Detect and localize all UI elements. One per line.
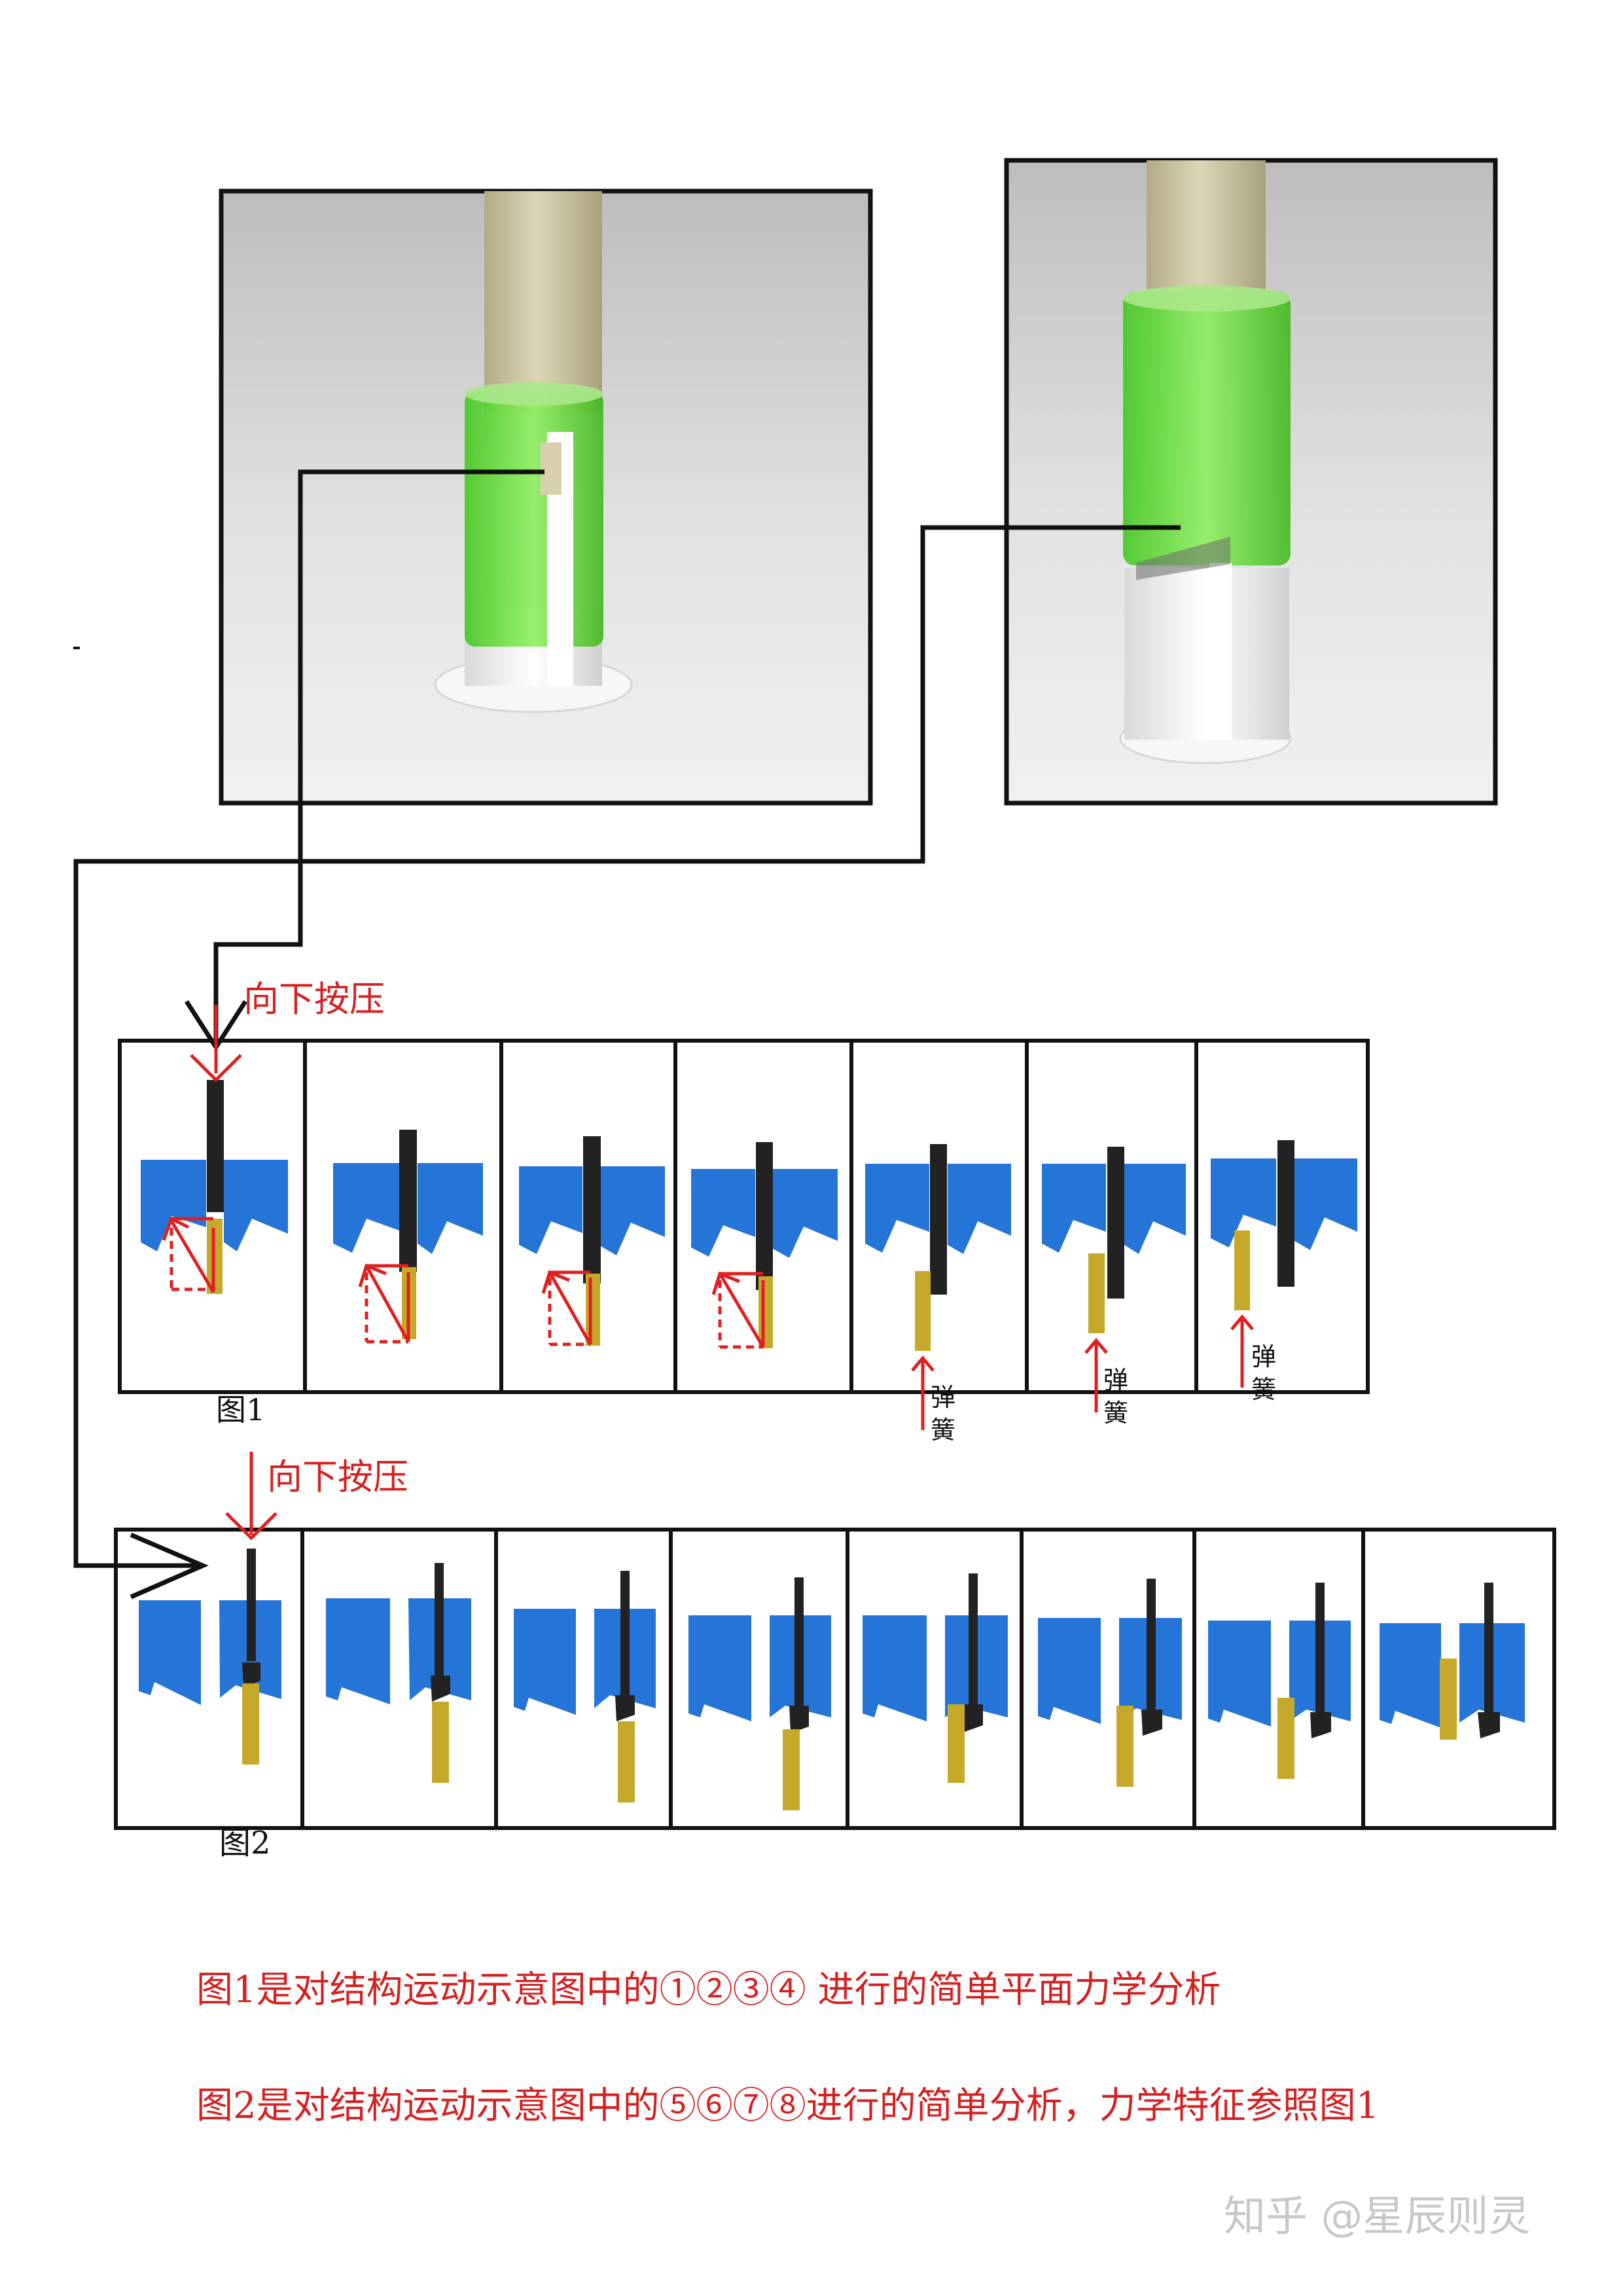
svg-text:弹: 弹 <box>1251 1342 1276 1371</box>
fig2-panel-4 <box>688 1577 831 1810</box>
photo-left <box>219 188 873 806</box>
fig1-panel-2 <box>333 1130 483 1344</box>
svg-text:弹: 弹 <box>1103 1366 1128 1395</box>
svg-text:弹: 弹 <box>931 1383 955 1412</box>
fig1-caption: 图1 <box>216 1392 265 1427</box>
fig1-panel-1 <box>141 1005 288 1294</box>
spring-arrow-2 <box>1084 1338 1108 1412</box>
svg-text:簧: 簧 <box>931 1416 955 1444</box>
fig2-panel-6 <box>1038 1579 1182 1787</box>
fig1-panel-6 <box>1042 1147 1186 1412</box>
fig2-panel-1 <box>139 1549 281 1765</box>
figure-1 <box>118 1005 1370 1430</box>
watermark: 知乎 @星辰则灵 <box>1224 2193 1531 2241</box>
fig2-panel-2 <box>326 1563 471 1783</box>
fig1-panel-5 <box>865 1144 1011 1430</box>
press-down-label-2: 向下按压 <box>267 1456 408 1498</box>
svg-text:簧: 簧 <box>1103 1399 1128 1427</box>
fig2-caption: 图2 <box>219 1825 271 1861</box>
fig2-panel-3 <box>514 1571 656 1803</box>
fig1-panel-7 <box>1211 1140 1357 1388</box>
spring-label-1: 弹 簧 <box>931 1383 955 1444</box>
fig2-panel-8 <box>1380 1583 1525 1740</box>
caption-note-2: 图2是对结构运动示意图中的⑤⑥⑦⑧进行的简单分析，力学特征参照图1 <box>196 2085 1380 2127</box>
fig1-panel-3 <box>519 1136 665 1346</box>
spring-label-2: 弹 簧 <box>1103 1366 1128 1427</box>
photo-right <box>1004 158 1498 806</box>
fig2-panel-5 <box>863 1573 1008 1783</box>
svg-text:簧: 簧 <box>1251 1375 1276 1404</box>
press-down-label-1: 向下按压 <box>243 978 385 1020</box>
spring-arrow-1 <box>911 1355 935 1430</box>
spring-arrow-3 <box>1230 1314 1254 1388</box>
fig2-press-arrow <box>225 1452 277 1541</box>
caption-note-1: 图1是对结构运动示意图中的①②③④ 进行的简单平面力学分析 <box>196 1969 1221 2011</box>
fig1-panel-4 <box>691 1142 838 1349</box>
fig2-panel-7 <box>1208 1583 1351 1779</box>
figure-2 <box>114 1452 1556 1830</box>
spring-label-3: 弹 簧 <box>1251 1342 1276 1404</box>
